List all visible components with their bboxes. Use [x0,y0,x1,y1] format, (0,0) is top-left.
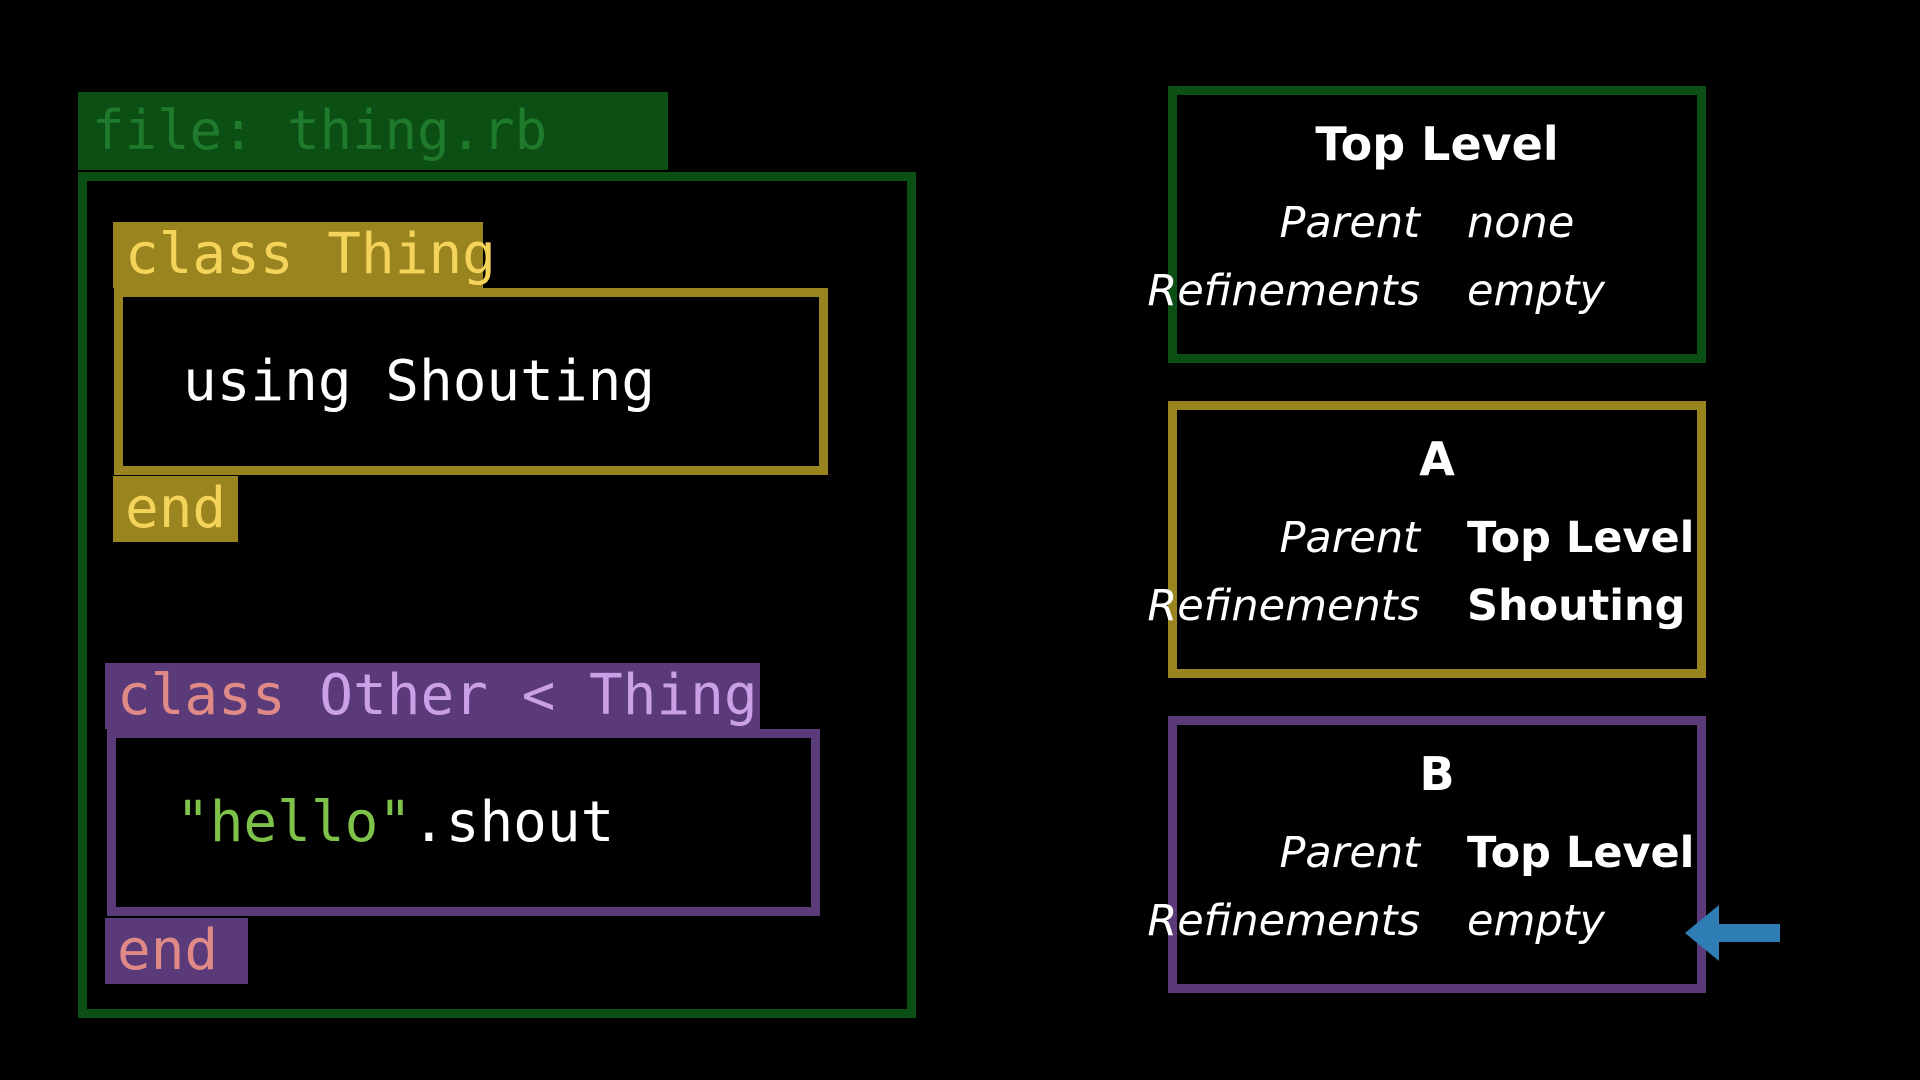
scope-card-a: A Parent Top Level Refinements Shouting [1147,401,1706,678]
refinements-value: empty [1467,266,1605,316]
scope-title: Top Level [1315,117,1559,171]
refinements-value: Shouting [1467,581,1686,631]
class-keyword: class [125,222,294,287]
refinements-value: empty [1467,896,1605,946]
class-other-end: end [105,918,248,984]
parent-value: Top Level [1467,828,1695,878]
parent-label: Parent [1279,513,1420,563]
scope-card-b: B Parent Top Level Refinements empty [1147,716,1706,993]
class-thing-body: using Shouting [114,288,828,475]
refinements-label: Refinements [1147,581,1420,631]
class-name-other: Other [319,663,488,728]
shout-method-call: .shout [412,790,615,855]
scope-title: B [1419,747,1455,801]
inherits-operator: < [521,663,556,728]
class-keyword: class [117,663,286,728]
parent-label: Parent [1279,198,1420,248]
class-other-body: "hello".shout [107,729,820,916]
scope-title: A [1419,432,1455,486]
class-thing-label: class Thing [113,222,496,288]
class-thing-end: end [113,476,238,542]
parent-label: Parent [1279,828,1420,878]
arrow-left-icon [1685,905,1780,961]
class-name-thing: Thing [327,222,496,287]
parent-value: none [1467,198,1575,248]
class-name-parent: Thing [589,663,758,728]
refinements-label: Refinements [1147,266,1420,316]
class-other-label: class Other < Thing [105,663,760,729]
file-tab: file: thing.rb [78,92,668,170]
parent-value: Top Level [1467,513,1695,563]
hello-string: "hello" [176,790,413,855]
refinements-label: Refinements [1147,896,1420,946]
scope-card-top-level: Top Level Parent none Refinements empty [1147,86,1706,363]
using-statement: using Shouting [183,349,656,414]
file-scope-box [78,172,916,1018]
